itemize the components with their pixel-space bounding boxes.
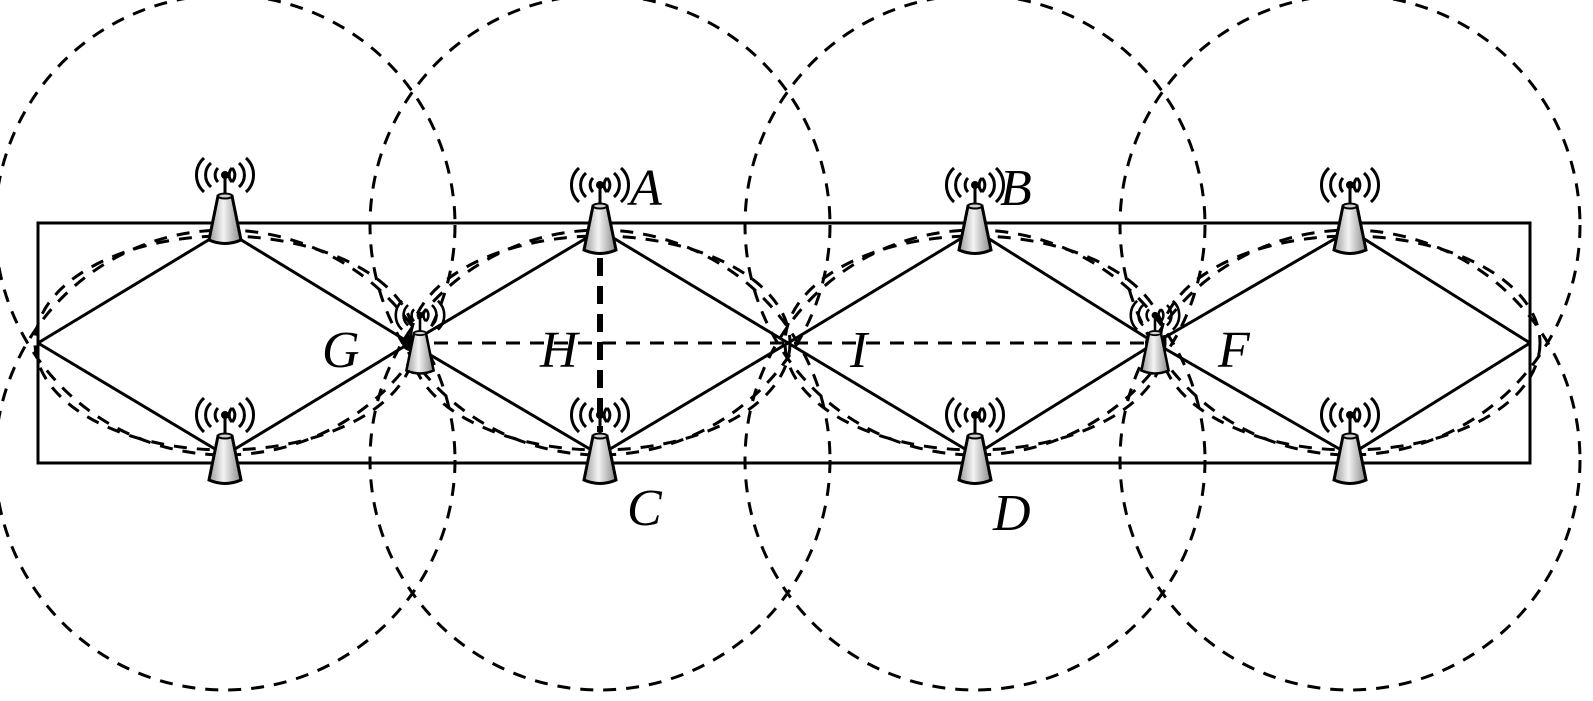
lower-zigzag <box>37 341 1531 457</box>
label-d: D <box>992 485 1031 542</box>
link-lines <box>37 228 1531 457</box>
label-i: I <box>849 322 870 379</box>
upper-zigzag <box>37 228 1531 345</box>
antenna-tower-icon <box>1319 396 1381 485</box>
antenna-tower-icon <box>944 396 1006 485</box>
label-g: G <box>322 322 360 379</box>
label-a: A <box>627 160 662 217</box>
antenna-tower-icon <box>194 396 256 485</box>
coverage-circle <box>1118 0 1582 457</box>
coverage-circle <box>743 0 1207 457</box>
label-f: F <box>1217 322 1251 379</box>
label-b: B <box>1000 160 1032 217</box>
label-h: H <box>539 322 580 379</box>
antenna-tower-icon <box>1129 299 1181 375</box>
coverage-circle <box>368 0 832 457</box>
coverage-circle <box>0 0 457 457</box>
label-c: C <box>627 480 663 537</box>
